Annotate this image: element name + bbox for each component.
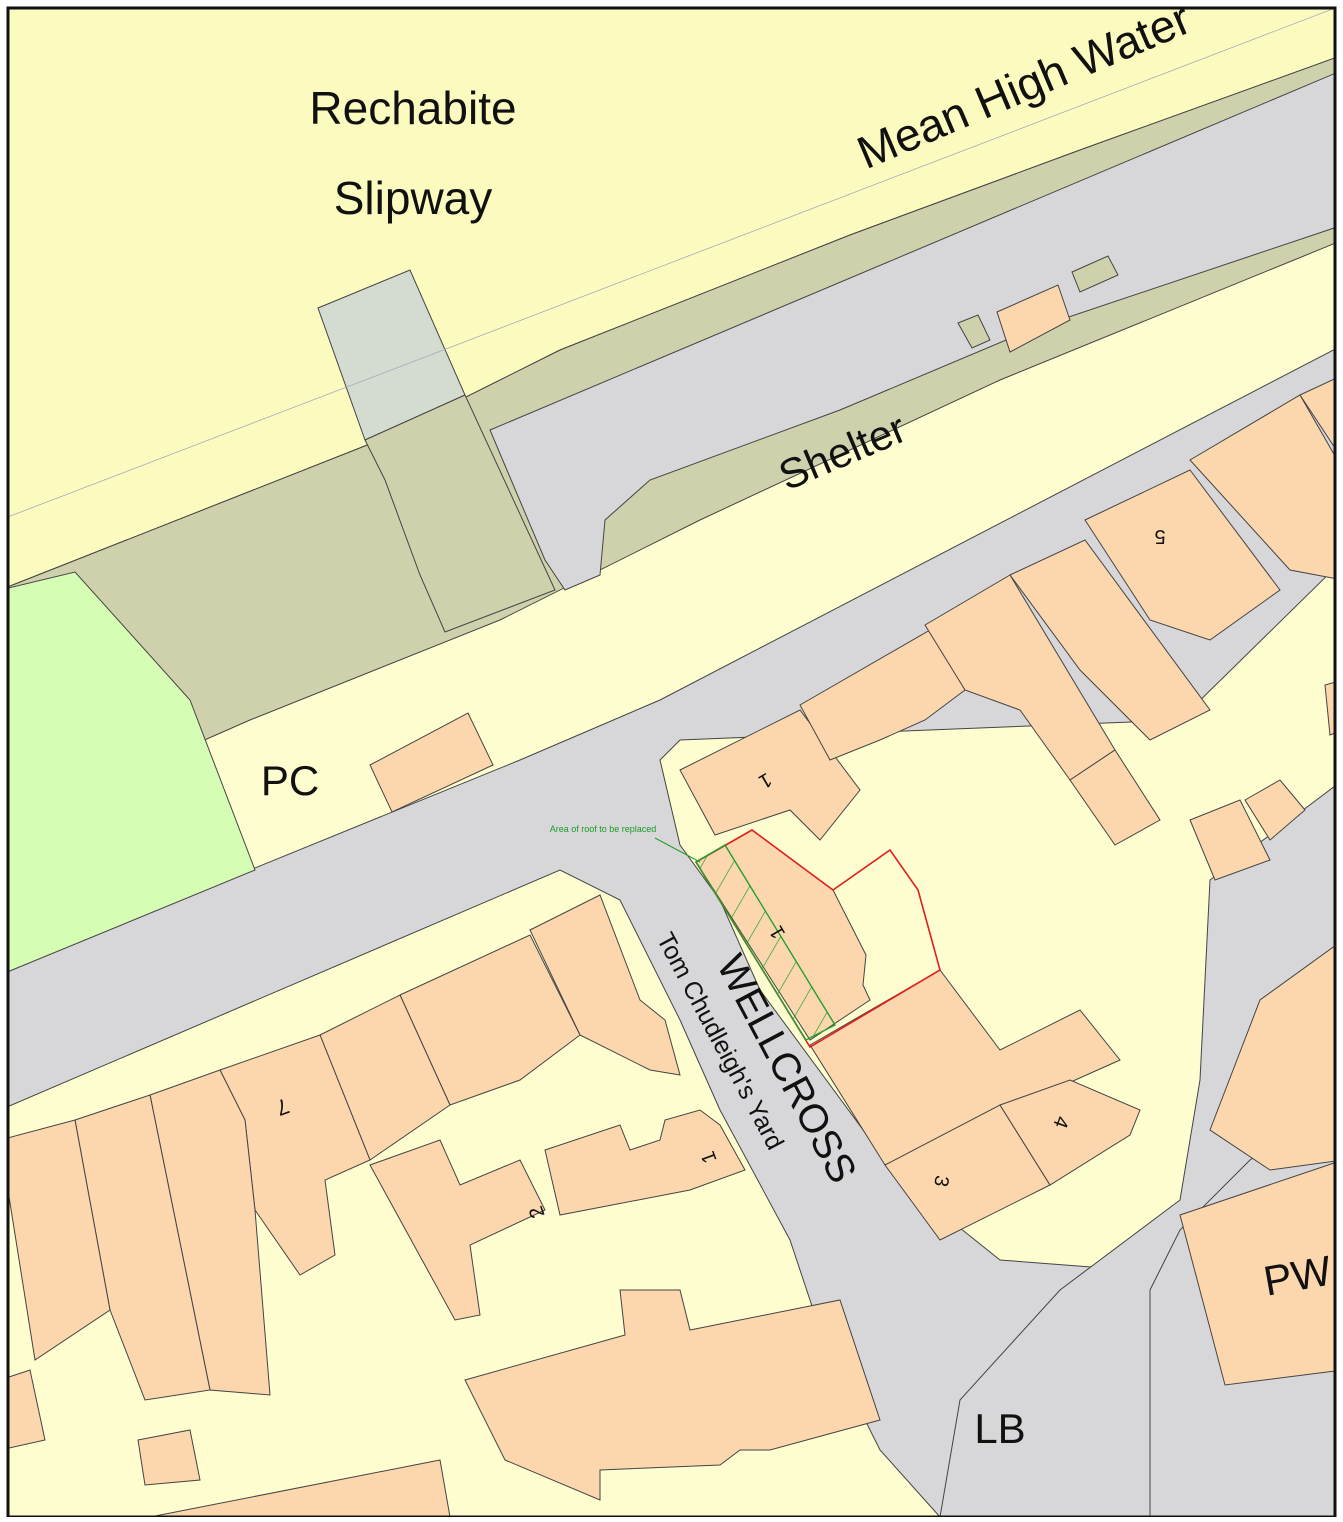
house-number-3: 3 [929,1174,953,1189]
west-block-buildings [8,894,881,1517]
shelter-wing-west [957,314,991,349]
label-pc: PC [261,757,319,804]
label-lb: LB [974,1405,1025,1452]
roof-replacement-hatch [695,844,836,1041]
harbour-road [489,72,1335,591]
label-roof-note: Area of roof to be replaced [550,824,657,834]
pc-building [369,712,494,813]
grass-area [8,571,256,973]
label-pw: PW [1260,1247,1335,1305]
shelter-building [996,284,1071,353]
label-rechabite: Rechabite [309,82,516,134]
site-boundary [694,829,941,1049]
east-block-buildings [679,378,1335,1386]
mean-high-water-line [8,8,1335,518]
shelter-wing-east [1071,255,1119,293]
slipway-lower [364,394,556,633]
east-road [939,785,1335,1517]
roof-note-leader [654,837,701,863]
label-slipway: Slipway [334,172,493,224]
house-number-5: 5 [1154,525,1165,547]
